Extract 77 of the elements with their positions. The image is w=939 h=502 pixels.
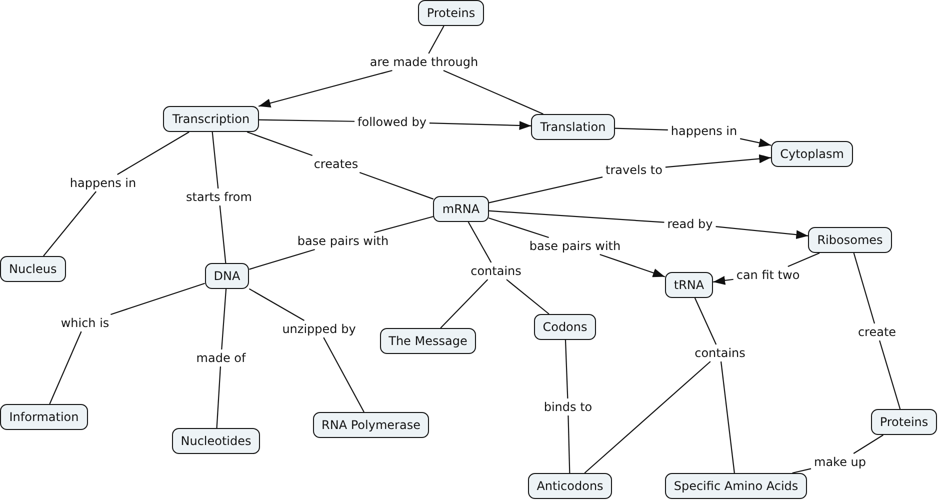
connector-line	[49, 331, 82, 404]
linking-phrase: read by	[666, 218, 714, 230]
linking-phrase: happens in	[68, 176, 138, 190]
connector-line	[488, 210, 664, 223]
linking-phrase: create	[856, 326, 898, 338]
arrow	[716, 226, 808, 240]
connector-line	[216, 366, 222, 428]
concept-box: The Message	[380, 328, 476, 354]
arrow	[600, 254, 666, 278]
connector-line	[219, 205, 226, 264]
concept-box: Nucleotides	[172, 428, 260, 454]
arrow	[258, 70, 392, 108]
arrow	[740, 138, 772, 148]
connector-line	[440, 279, 488, 328]
concept-box: RNA Polymerase	[312, 412, 430, 438]
linking-phrase: starts from	[185, 190, 253, 204]
linking-phrase: contains	[694, 346, 746, 360]
concept-box: Transcription	[163, 106, 259, 132]
linking-phrase: base pairs with	[296, 234, 390, 248]
connector-line	[506, 279, 550, 314]
concept-box: Nucleus	[0, 256, 66, 282]
connector-line	[117, 132, 190, 175]
concept-box: Proteins	[870, 409, 938, 435]
connector-line	[853, 434, 884, 454]
connector-line	[221, 288, 227, 350]
linking-phrase: made of	[195, 352, 247, 364]
arrow	[429, 121, 532, 130]
connector-line	[853, 252, 876, 324]
concept-box: Cytoplasm	[771, 141, 853, 167]
connector-line	[879, 340, 901, 410]
concept-box: Codons	[534, 314, 596, 340]
connector-line	[584, 361, 711, 474]
concept-box: Anticodons	[528, 473, 612, 499]
connector-line	[110, 282, 205, 316]
linking-phrase: happens in	[670, 124, 738, 138]
connector-line	[488, 176, 603, 204]
linking-phrase: contains	[470, 264, 522, 278]
linking-phrase: are made through	[368, 56, 480, 68]
concept-box: Specific Amino Acids	[664, 473, 808, 499]
linking-phrase: can fit two	[735, 268, 801, 282]
connector-line	[43, 191, 96, 256]
connector-line	[246, 131, 313, 156]
arrow	[713, 276, 734, 285]
connector-line	[468, 222, 492, 263]
linking-phrase: which is	[60, 316, 110, 330]
connector-line	[212, 132, 219, 189]
linking-phrase: base pairs with	[528, 240, 622, 252]
connector-line	[564, 340, 568, 399]
connector-line	[720, 361, 735, 474]
concept-box: Information	[0, 404, 88, 430]
linking-phrase: make up	[813, 456, 867, 468]
connector-line	[374, 216, 434, 234]
linking-phrase: binds to	[542, 400, 594, 414]
connector-line	[323, 337, 364, 412]
linking-phrase: followed by	[356, 116, 428, 128]
connector-line	[248, 288, 305, 321]
connector-line	[443, 70, 544, 114]
arrow	[665, 154, 772, 168]
connector-line	[694, 298, 717, 345]
concept-box: Ribosomes	[808, 227, 892, 253]
concept-box: Translation	[531, 114, 615, 140]
connector-line	[568, 415, 570, 474]
concept-box: tRNA	[664, 272, 714, 298]
concept-box: Proteins	[418, 0, 484, 26]
linking-phrase: creates	[312, 158, 360, 170]
concept-box: mRNA	[433, 196, 489, 222]
connector-line	[614, 128, 668, 130]
connector-line	[788, 252, 820, 267]
connector-line	[792, 468, 812, 474]
connector-line	[488, 217, 549, 238]
linking-phrase: unzipped by	[281, 322, 357, 336]
connector-line	[258, 119, 355, 122]
concept-box: DNA	[204, 263, 250, 289]
connector-line	[428, 26, 444, 54]
linking-phrase: travels to	[604, 164, 664, 176]
connector-line	[249, 248, 315, 270]
connector-line	[359, 172, 434, 200]
